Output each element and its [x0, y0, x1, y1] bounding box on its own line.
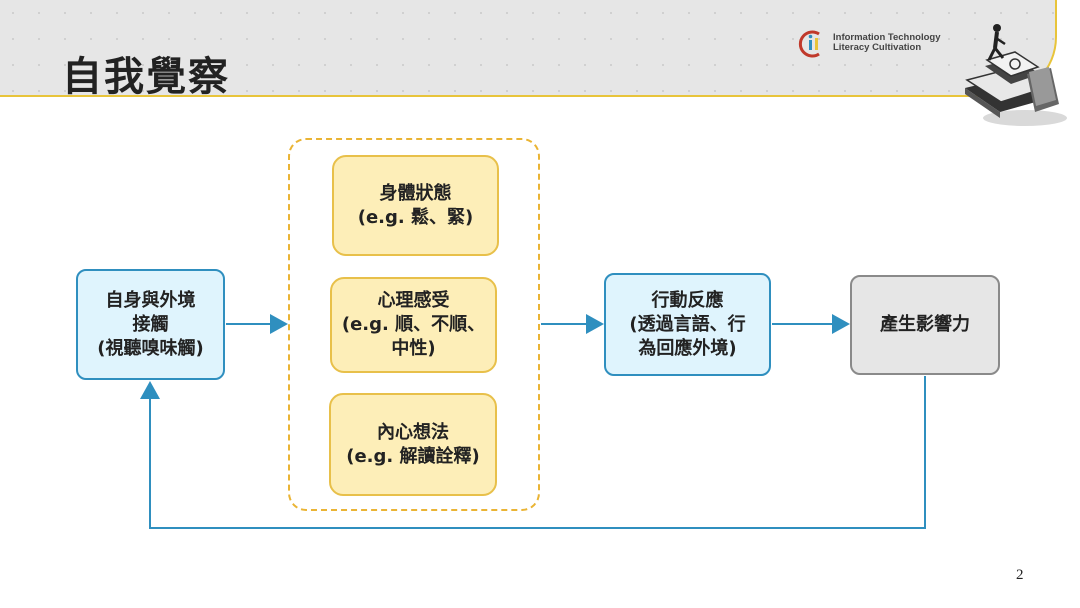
feelings-line-3: 中性) — [391, 338, 436, 359]
logo-line-1: Information Technology — [833, 32, 941, 43]
action-line-1: 行動反應 — [651, 289, 724, 311]
logo-text: Information Technology Literacy Cultivat… — [833, 33, 941, 53]
feedback-loop-arrow — [140, 376, 926, 529]
thoughts-line-2: (e.g. 解讀詮釋) — [346, 445, 480, 467]
influence-line-1: 產生影響力 — [880, 314, 970, 335]
feelings-line-2: (e.g. 順、不順、 — [341, 314, 486, 335]
feelings-box: 心理感受 (e.g. 順、不順、 中性) — [330, 277, 497, 373]
body-state-line-1: 身體狀態 — [379, 182, 452, 204]
self-senses-box: 自身與外境 接觸 (視聽嗅味觸) — [76, 269, 225, 380]
action-line-2: (透過言語、行 — [629, 313, 746, 335]
inner-response-group — [288, 138, 540, 511]
logo-mark-icon — [798, 30, 820, 58]
influence-box: 產生影響力 — [850, 275, 1000, 375]
brand-logo: Information Technology Literacy Cultivat… — [797, 28, 967, 62]
action-box: 行動反應 (透過言語、行 為回應外境) — [604, 273, 771, 376]
header-band — [0, 0, 1057, 97]
thoughts-line-1: 內心想法 — [377, 421, 449, 443]
self-senses-line-1: 自身與外境 — [105, 289, 196, 311]
logo-line-2: Literacy Cultivation — [833, 42, 922, 53]
body-state-box: 身體狀態 (e.g. 鬆、緊) — [332, 155, 499, 256]
feelings-line-1: 心理感受 — [377, 290, 450, 311]
body-state-line-2: (e.g. 鬆、緊) — [357, 206, 474, 228]
action-line-3: 為回應外境) — [638, 337, 737, 359]
books-illustration-icon — [965, 24, 1067, 126]
page-number: 2 — [1016, 567, 1024, 583]
thoughts-box: 內心想法 (e.g. 解讀詮釋) — [329, 393, 497, 496]
self-senses-line-3: (視聽嗅味觸) — [97, 337, 204, 359]
page-title: 自我覺察 — [62, 54, 230, 100]
self-senses-line-2: 接觸 — [132, 313, 169, 335]
